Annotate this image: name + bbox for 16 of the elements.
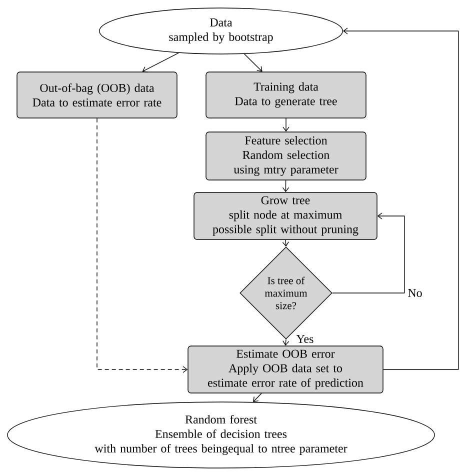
arrow — [142, 52, 179, 73]
arrow — [96, 118, 188, 373]
edge-label: No — [406, 288, 424, 298]
arrow — [332, 212, 405, 294]
arrow — [282, 240, 290, 247]
arrow — [282, 180, 290, 192]
arrow — [282, 118, 290, 132]
process-box: Feature selection Random selection using mtry parameter — [206, 132, 366, 180]
arrow — [253, 393, 262, 402]
process-box: Grow tree split node at maximum possible split without pruning — [194, 192, 378, 240]
arrow — [342, 28, 459, 370]
process-box: Out-of-bag (OOB) data Data to estimate error rate — [16, 72, 178, 118]
process-box: Training data Data to generate tree — [206, 72, 366, 118]
arrow — [282, 339, 290, 346]
process-box: Estimate OOB error Apply OOB data set to estimate error rate of prediction — [188, 346, 384, 394]
arrow — [244, 54, 262, 72]
